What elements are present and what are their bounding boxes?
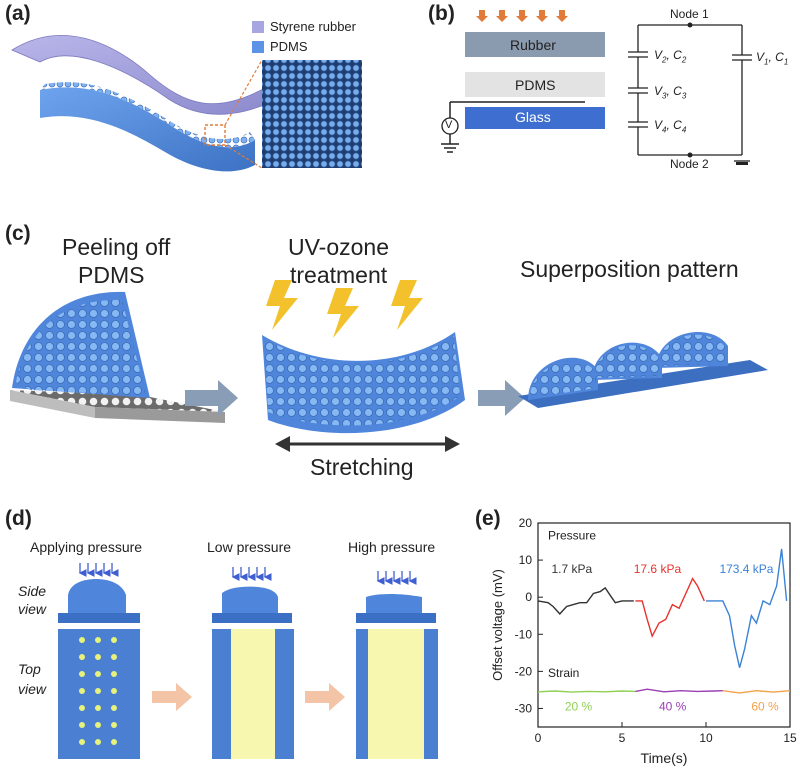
panel-d-label: (d)	[5, 507, 32, 530]
step2-title-line2: treatment	[290, 262, 388, 288]
panel-e-label: (e)	[475, 507, 501, 530]
col-high-pressure: High pressure	[348, 539, 436, 555]
legend-styrene-rubber: Styrene rubber	[270, 19, 356, 34]
cap-label-2: V2, C2	[654, 48, 687, 65]
pressure-response-illustration	[58, 563, 438, 759]
layer-pdms-label: PDMS	[515, 77, 556, 93]
y-tick-label: -10	[515, 627, 533, 641]
x-tick-label: 5	[619, 731, 626, 745]
step1-title-line2: PDMS	[78, 262, 145, 288]
row-side-view-1: Side	[18, 583, 47, 599]
x-axis-label: Time(s)	[641, 750, 688, 766]
series-label-3: 20 %	[565, 699, 593, 713]
panel-a: (a) Styrene rubber PDMS	[0, 0, 420, 180]
series-label-1: 17.6 kPa	[634, 562, 682, 576]
col-applying-pressure: Applying pressure	[30, 539, 143, 555]
legend-pdms: PDMS	[270, 39, 308, 54]
series-label-0: 1.7 kPa	[551, 562, 592, 576]
x-tick-label: 10	[699, 731, 713, 745]
layer-stack-and-circuit	[441, 10, 752, 165]
series-line-1	[635, 577, 705, 638]
plot-frame	[537, 522, 791, 728]
row-top-view-2: view	[18, 681, 47, 697]
series-label-5: 60 %	[751, 699, 779, 713]
series-label-2: 173.4 kPa	[719, 562, 773, 576]
panel-d: (d) Applying pressure Low pressure High …	[0, 505, 470, 768]
pressure-title: Pressure	[548, 529, 596, 543]
row-side-view-2: view	[18, 601, 47, 617]
panel-c-label: (c)	[5, 222, 31, 245]
x-tick-label: 0	[535, 731, 542, 745]
cap-label-4: V4, C4	[654, 118, 687, 135]
y-tick-label: 20	[519, 516, 533, 530]
layer-glass-label: Glass	[515, 109, 551, 125]
panel-c: (c) Peeling off PDMS UV-ozone treatment …	[0, 220, 800, 500]
strain-title: Strain	[548, 666, 579, 680]
series-line-3	[537, 690, 636, 693]
flexible-sensor-illustration	[11, 21, 362, 172]
series-line-4	[635, 688, 723, 693]
col-low-pressure: Low pressure	[207, 539, 292, 555]
cap-label-3: V3, C3	[654, 84, 687, 101]
step2-title-line1: UV-ozone	[288, 234, 390, 260]
series-label-4: 40 %	[659, 699, 687, 713]
stretching-label: Stretching	[310, 454, 414, 480]
voltmeter-symbol: V	[445, 119, 453, 131]
step3-title: Superposition pattern	[520, 256, 739, 282]
row-top-view-1: Top	[18, 661, 41, 677]
node1-label: Node 1	[670, 7, 709, 21]
series-line-2	[706, 548, 788, 668]
y-tick-label: 0	[525, 590, 532, 604]
fabrication-process-illustration	[10, 280, 768, 452]
y-axis-label: Offset voltage (mV)	[490, 569, 505, 681]
series-line-0	[537, 586, 634, 615]
series-line-5	[722, 689, 791, 694]
y-tick-label: 10	[519, 553, 533, 567]
node2-label: Node 2	[670, 157, 709, 171]
panel-b-label: (b)	[428, 2, 455, 25]
x-tick-label: 15	[783, 731, 797, 745]
layer-rubber-label: Rubber	[510, 37, 556, 53]
y-tick-label: -30	[515, 701, 533, 715]
cap-label-1: V1, C1	[756, 50, 789, 67]
panel-b: (b)	[420, 0, 800, 180]
panel-a-label: (a)	[5, 2, 31, 25]
y-tick-label: -20	[515, 664, 533, 678]
step1-title-line1: Peeling off	[62, 234, 171, 260]
